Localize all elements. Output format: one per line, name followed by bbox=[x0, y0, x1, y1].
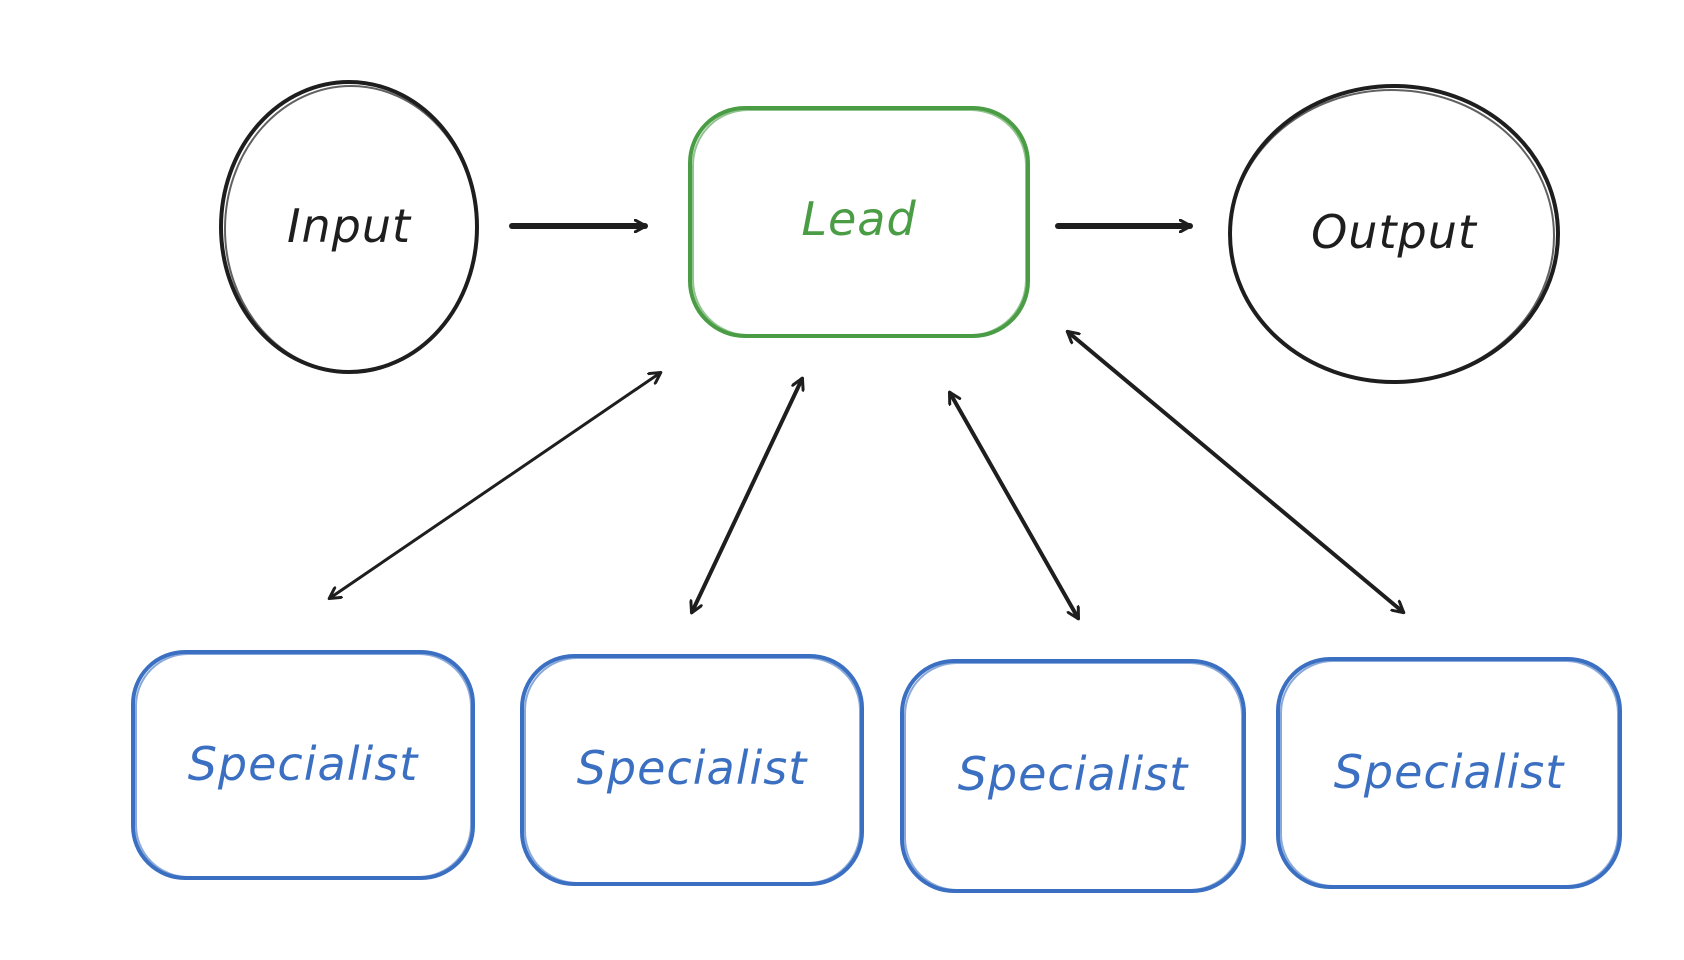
input-label: Input bbox=[287, 199, 412, 253]
specialist-label-1: Specialist bbox=[188, 737, 419, 791]
arrow-lead-specialist-1 bbox=[330, 373, 660, 598]
arrow-lead-specialist-3 bbox=[948, 393, 1080, 618]
input-node: Input bbox=[219, 80, 479, 374]
lead-box-sketch bbox=[692, 109, 1027, 336]
specialist-box-2-sketch bbox=[524, 657, 861, 884]
arrow-lead-specialist-4 bbox=[1068, 332, 1403, 612]
specialist-label-3: Specialist bbox=[958, 747, 1189, 801]
specialist-box-3-sketch bbox=[904, 662, 1243, 891]
specialist-box-4-sketch bbox=[1280, 660, 1619, 887]
arrow-lead-specialist-2 bbox=[692, 379, 802, 612]
specialist-box-1-sketch bbox=[135, 653, 472, 878]
output-node: Output bbox=[1228, 84, 1560, 384]
specialist-label-4: Specialist bbox=[1334, 745, 1565, 799]
specialist-label-2: Specialist bbox=[577, 741, 808, 795]
output-label: Output bbox=[1311, 205, 1478, 259]
specialist-node-4: Specialist bbox=[1276, 657, 1622, 889]
specialist-node-3: Specialist bbox=[900, 659, 1246, 893]
lead-label: Lead bbox=[801, 192, 916, 246]
lead-node: Lead bbox=[688, 106, 1030, 338]
specialist-node-2: Specialist bbox=[520, 654, 864, 886]
specialist-node-1: Specialist bbox=[131, 650, 475, 880]
